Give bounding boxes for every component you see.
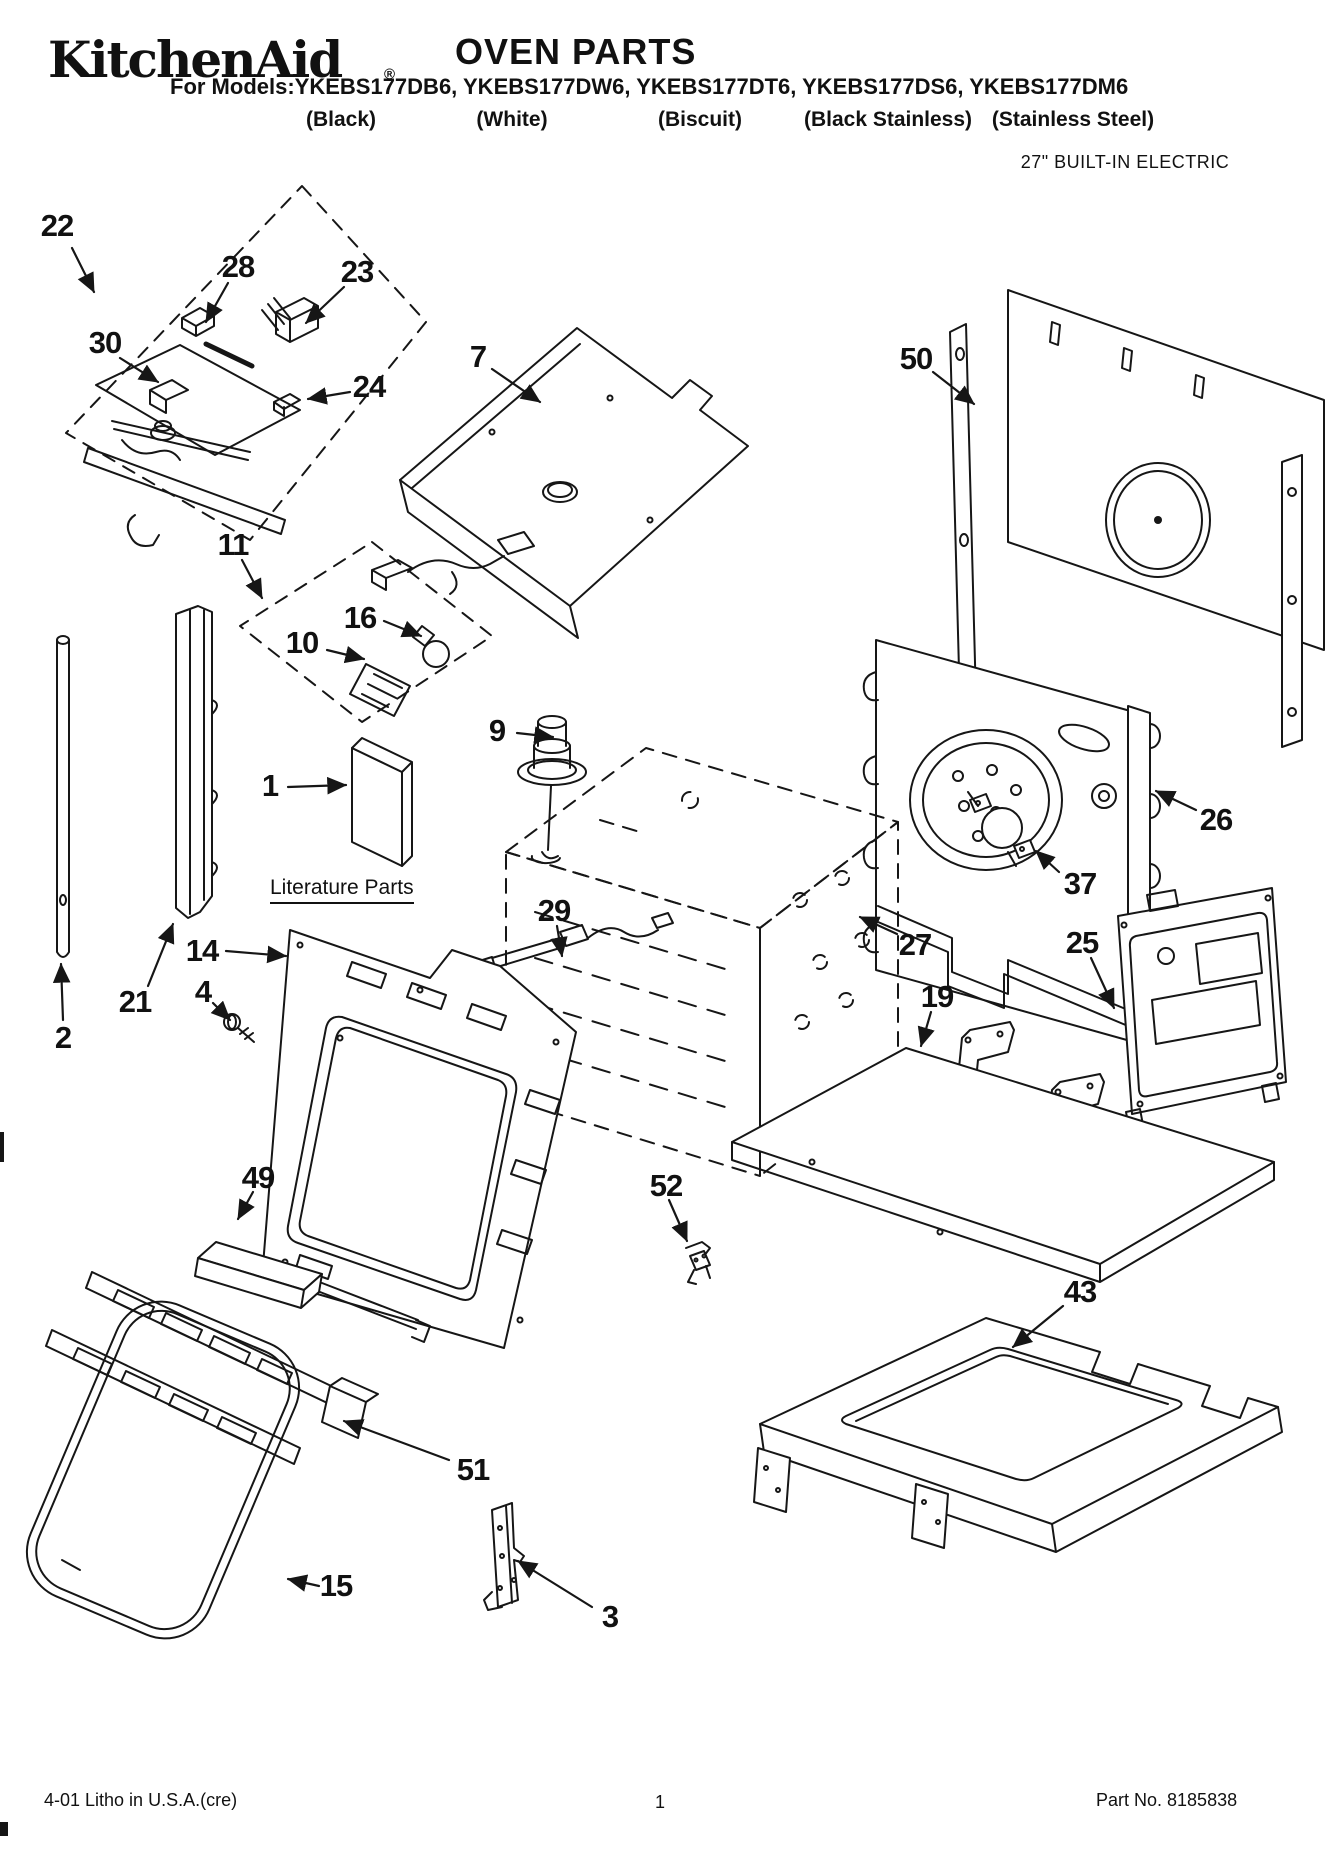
part-25-side-panel — [1117, 887, 1287, 1129]
part-4-screw — [223, 1013, 255, 1043]
part-52-clip — [685, 1241, 711, 1285]
part-3-bracket — [483, 1502, 525, 1611]
part-9-vent-grommet — [517, 715, 587, 865]
part-19-lower-shelf — [731, 1021, 1275, 1283]
part-21-side-trim-channel — [175, 605, 218, 919]
part-1-literature-booklet — [351, 737, 413, 867]
litho-note: 4-01 Litho in U.S.A.(cre) — [44, 1790, 238, 1810]
part-14-front-frame — [261, 929, 577, 1349]
part-37-thermostat — [967, 791, 1036, 867]
kitchenaid-logo: KitchenAid — [48, 30, 343, 89]
page-title: OVEN PARTS — [455, 31, 697, 72]
part-51-bottom-trim — [45, 1271, 379, 1465]
part-50-rear-panel — [949, 289, 1325, 748]
part-number: Part No. 8185838 — [1096, 1790, 1238, 1810]
built-in-electric-subtitle: 27" BUILT-IN ELECTRIC — [1020, 152, 1230, 172]
part-2-side-trim — [56, 635, 70, 958]
finish-stainless-steel: (Stainless Steel) — [991, 108, 1155, 131]
part-7-top-panel — [399, 327, 749, 639]
registered-trademark-icon: ® — [384, 66, 396, 83]
finish-white: (White) — [476, 108, 548, 131]
finish-black-stainless: (Black Stainless) — [803, 108, 973, 131]
finish-biscuit: (Biscuit) — [658, 108, 742, 131]
part-15-door-gasket — [25, 1300, 301, 1640]
scan-artifacts — [0, 1132, 8, 1836]
models-line: For Models:YKEBS177DB6, YKEBS177DW6, YKE… — [170, 74, 1129, 99]
part-22-latch-assembly — [65, 185, 427, 547]
literature-parts-label: Literature Parts — [270, 876, 414, 904]
part-49-retainer-bar — [194, 1241, 431, 1343]
callout-arrows — [52, 246, 1198, 1609]
page-number: 1 — [655, 1792, 666, 1812]
part-11-light-assembly — [239, 531, 535, 723]
part-43-base-pan — [753, 1317, 1283, 1553]
finish-black: (Black) — [305, 108, 377, 131]
